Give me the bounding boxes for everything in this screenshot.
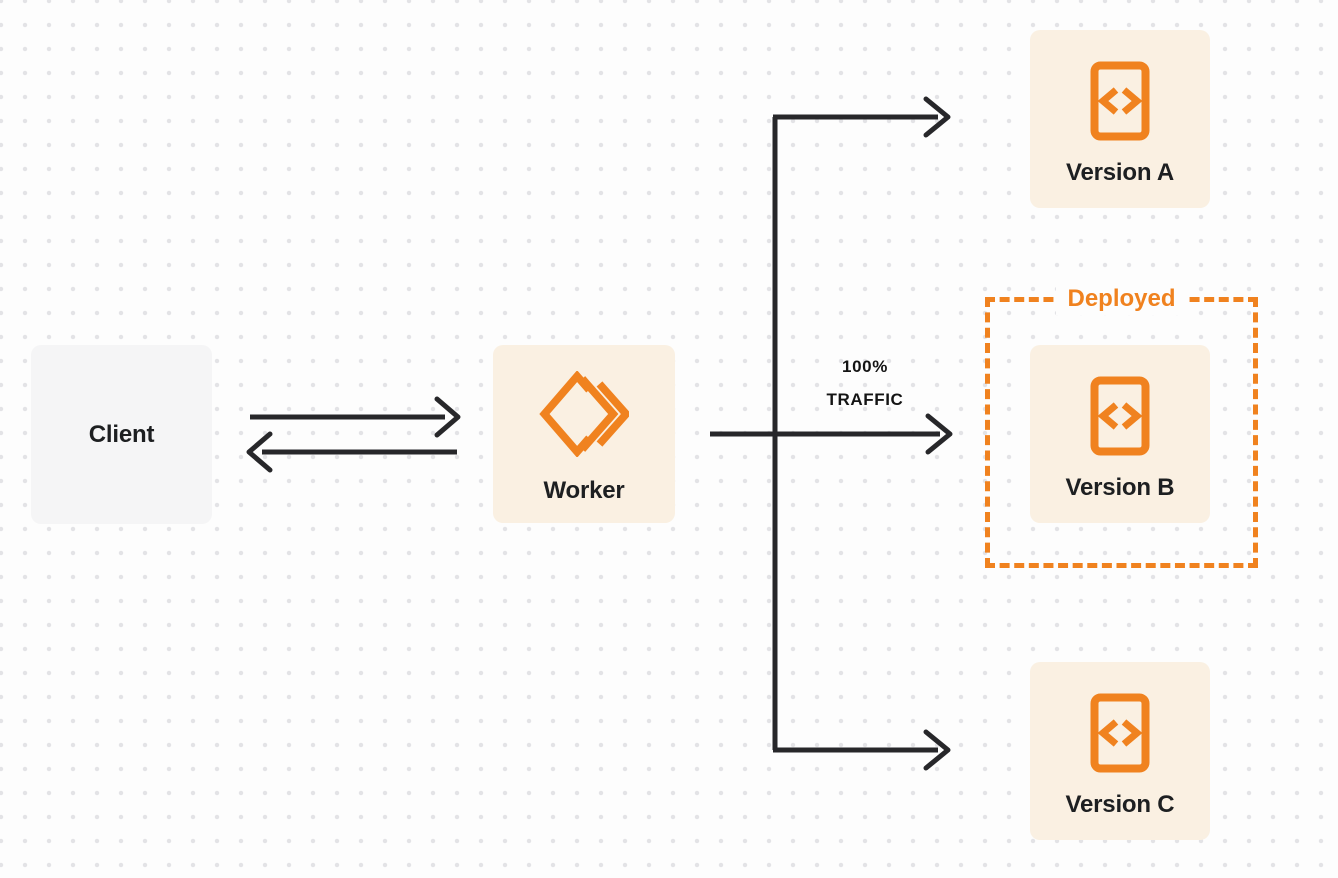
version-b-node: Version B (1030, 345, 1210, 523)
deployed-label: Deployed (1055, 283, 1188, 315)
worker-node: Worker (493, 345, 675, 523)
arrow-to-version-a (773, 96, 951, 138)
cloudflare-workers-icon (539, 371, 629, 457)
client-node: Client (31, 345, 212, 524)
version-b-label: Version B (1065, 474, 1175, 501)
arrow-to-version-c (773, 729, 951, 771)
version-a-label: Version A (1065, 159, 1175, 186)
version-c-node: Version C (1030, 662, 1210, 840)
code-document-icon (1090, 693, 1150, 773)
traffic-label-line1: 100% (842, 357, 888, 376)
client-label: Client (88, 420, 155, 448)
arrow-worker-to-version-b (710, 413, 953, 455)
traffic-label: 100% TRAFFIC (790, 350, 940, 416)
code-document-icon (1090, 376, 1150, 456)
version-c-label: Version C (1065, 791, 1175, 818)
arrow-client-to-worker (250, 396, 461, 438)
arrow-worker-to-client (246, 431, 457, 473)
version-a-node: Version A (1030, 30, 1210, 208)
worker-label: Worker (543, 477, 625, 504)
traffic-label-line2: TRAFFIC (826, 390, 904, 409)
code-document-icon (1090, 61, 1150, 141)
deployed-boundary: Deployed (985, 283, 1258, 568)
